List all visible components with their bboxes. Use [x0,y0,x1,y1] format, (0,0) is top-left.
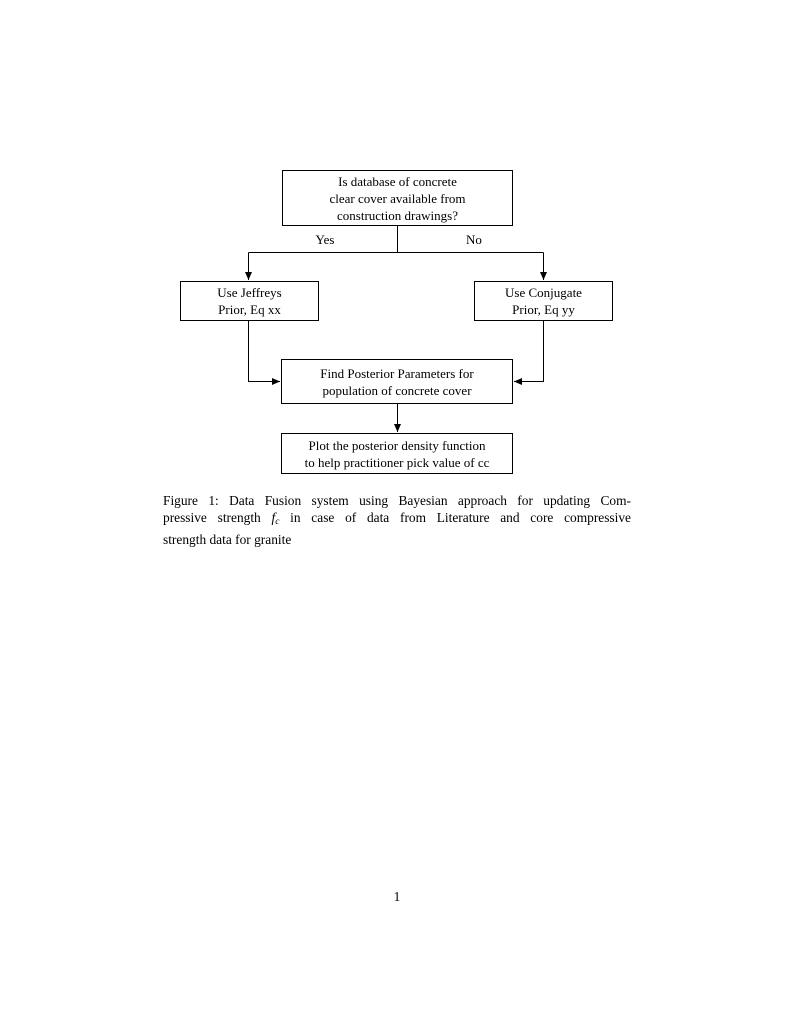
figure-caption-line-1: Figure 1: Data Fusion system using Bayes… [163,493,631,508]
figure-caption-line-2-post: in case of data from Literature and core… [279,510,632,526]
figure-caption-line-3: strength data for granite [163,532,292,548]
figure-caption-line-2-pre: pressive strength [163,510,272,526]
figure-caption: Figure 1: Data Fusion system using Bayes… [163,492,631,549]
branch-label-yes: Yes [315,232,335,247]
figure-caption-line-2: pressive strength fc in case of data fro… [163,509,631,531]
math-fc-subscript: c [275,517,280,528]
math-fc-variable: f [271,510,276,526]
branch-label-no: No [466,232,482,247]
arrow-conjugate-to-posterior [514,321,544,385]
page-number: 1 [393,889,401,904]
arrow-jeffreys-to-posterior [248,321,280,385]
